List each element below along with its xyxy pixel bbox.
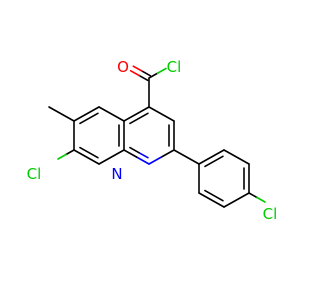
bond-p2-p3 (223, 149, 250, 165)
bond-n1-c8a-half (123, 149, 138, 158)
bond-p4-p5 (223, 192, 250, 208)
bonds (48, 65, 266, 208)
oxygen-atom-label: O (117, 58, 129, 76)
bond-p1-p2-double (204, 155, 224, 168)
bond-c2-phenyl (173, 149, 200, 165)
bond-c4-c3 (148, 106, 175, 122)
bond-c7-cl (65, 149, 75, 156)
bond-carbonyl-o-1-half (132, 65, 143, 72)
molecule-structure: O Cl Cl N Cl (27, 58, 278, 223)
bond-carbonyl-cl (148, 72, 159, 79)
bond-p4-cl-half (256, 196, 266, 203)
bond-c2-n1 (160, 149, 175, 158)
bond-p5-p6 (198, 192, 225, 208)
bond-methyl (48, 106, 75, 122)
bond-c8-c8a (98, 149, 125, 165)
bond-c5-c6-double (79, 112, 99, 125)
bond-carbonyl-o-2 (138, 74, 149, 82)
bond-c7-cl-half (57, 153, 67, 160)
atom-labels: O Cl Cl N Cl (27, 58, 278, 223)
phenyl-chlorine-atom-label: Cl (263, 205, 278, 223)
acyl-chlorine-atom-label: Cl (167, 58, 182, 76)
bond-carbonyl-o-2-half (129, 69, 141, 77)
bond-c7-c8 (73, 149, 100, 165)
bond-c4a-c4 (123, 106, 150, 122)
bond-c4a-c5 (98, 106, 125, 122)
bond-n1-c8a (135, 156, 150, 165)
bond-n1-c8a-double-half (129, 146, 140, 154)
bond-carbonyl-o-1 (140, 70, 152, 77)
nitrogen-atom-label: N (111, 165, 122, 183)
bond-n1-c8a-double (138, 151, 149, 159)
bond-carbonyl-cl-half (156, 67, 167, 75)
bond-p1-p2 (198, 149, 225, 165)
bond-p4-cl (248, 192, 258, 199)
bond-p5-p6-double (204, 189, 224, 202)
bond-c5-c6 (73, 106, 100, 122)
bond-c2-n1-half (148, 156, 163, 165)
bond-c7-c8-double (79, 146, 99, 159)
ring-chlorine-atom-label: Cl (27, 165, 42, 183)
bond-c4a-c4-double (129, 112, 149, 125)
